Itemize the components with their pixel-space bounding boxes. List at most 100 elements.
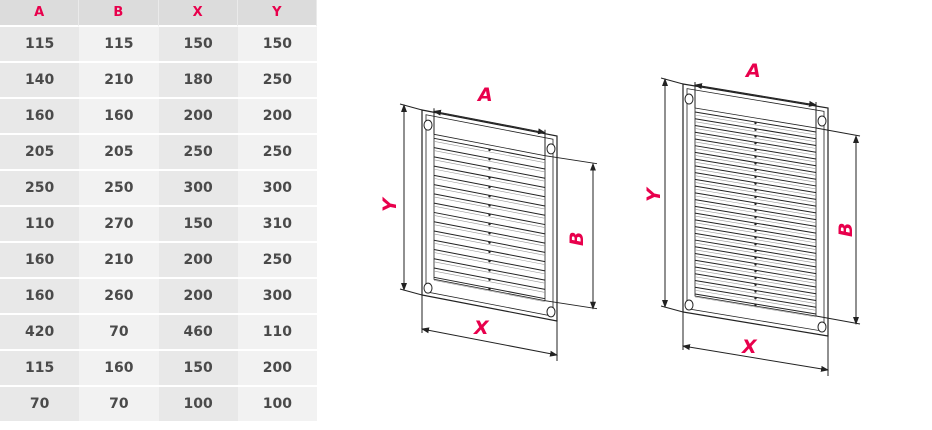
dimension-a-arrow — [433, 109, 546, 135]
louvre-slat-shadow — [694, 155, 817, 176]
louvre-slat-shadow — [694, 249, 817, 271]
louvre-rib — [754, 128, 757, 131]
louvre-slat-shadow — [694, 188, 817, 210]
table-cell-a: 420 — [0, 315, 80, 351]
large-label-y: Y — [643, 186, 665, 202]
table-cell-y: 250 — [237, 135, 317, 171]
louvre-slat-shadow — [433, 215, 546, 238]
table-cell-b: 250 — [79, 171, 159, 207]
small-label-a: A — [476, 84, 493, 106]
table-cell-y: 250 — [237, 63, 317, 99]
table-cell-y: 300 — [237, 279, 317, 315]
louvre-rib — [754, 135, 757, 138]
table-cell-y: 200 — [237, 99, 317, 135]
louvre-slat-shadow — [433, 270, 546, 293]
table-cell-y: 300 — [237, 171, 317, 207]
small-grille-diagram — [399, 103, 598, 361]
table-cell-y: 200 — [237, 351, 317, 387]
table-cell-b: 115 — [79, 27, 159, 63]
column-header-x: X — [158, 0, 238, 27]
louvre-rib — [754, 121, 757, 125]
louvre-rib — [488, 158, 491, 161]
small-label-y: Y — [379, 196, 401, 212]
louvre-rib — [488, 185, 491, 189]
louvre-rib — [754, 202, 757, 206]
louvre-rib — [488, 260, 491, 263]
louvre-rib — [754, 209, 757, 212]
louvre-rib — [754, 175, 757, 179]
table-cell-b: 210 — [79, 63, 159, 99]
louvre-slat-shadow — [694, 262, 817, 284]
table-cell-y: 110 — [237, 315, 317, 351]
louvre-rib — [754, 189, 757, 192]
louvre-rib — [488, 232, 491, 235]
screw-hole — [423, 282, 433, 294]
table-cell-x: 200 — [158, 279, 238, 315]
louvre-slat-shadow — [694, 236, 817, 257]
louvre-rib — [754, 142, 757, 145]
louvre-slat-shadow — [694, 134, 817, 156]
large-label-b: B — [835, 223, 857, 237]
screw-hole — [546, 143, 556, 155]
table-cell-y: 100 — [237, 387, 317, 423]
louvre-slat-shadow — [694, 296, 817, 318]
table-cell-x: 250 — [158, 135, 238, 171]
column-header-a: A — [0, 0, 80, 27]
screw-hole — [546, 306, 556, 318]
louvre-rib — [488, 167, 491, 170]
louvre-slat-shadow — [433, 224, 546, 247]
large-grille-diagram — [660, 77, 861, 376]
louvre-slat-shadow — [433, 280, 546, 302]
louvre-slat-shadow — [694, 202, 817, 223]
dimension-a-arrow — [694, 83, 817, 107]
table-cell-b: 70 — [79, 315, 159, 351]
louvre-rib — [488, 278, 491, 281]
screw-hole — [817, 321, 827, 333]
louvre-rib — [754, 270, 757, 273]
column-header-b: B — [79, 0, 159, 27]
louvre-rib — [754, 148, 757, 152]
louvre-rib — [754, 256, 757, 260]
table-cell-b: 210 — [79, 243, 159, 279]
louvre-slat-shadow — [433, 196, 546, 219]
louvre-rib — [754, 290, 757, 293]
louvre-rib — [488, 148, 491, 152]
louvre-rib — [754, 195, 757, 199]
louvre-slat-shadow — [694, 141, 817, 163]
louvre-slat-shadow — [433, 168, 546, 191]
column-header-y: Y — [237, 0, 317, 27]
table-cell-x: 460 — [158, 315, 238, 351]
louvre-slat-shadow — [694, 148, 817, 170]
ext-line — [399, 103, 423, 111]
large-label-a: A — [744, 60, 761, 82]
table-cell-b: 160 — [79, 351, 159, 387]
screw-hole — [684, 93, 694, 105]
louvre-slat-shadow — [694, 256, 817, 277]
ext-line — [815, 315, 861, 325]
louvre-rib — [754, 162, 757, 165]
louvre-rib — [488, 222, 491, 226]
louvre-rib — [754, 263, 757, 266]
table-cell-x: 100 — [158, 387, 238, 423]
dimension-x-arrow — [421, 327, 558, 357]
louvre-slat-shadow — [433, 187, 546, 210]
table-cell-x: 300 — [158, 171, 238, 207]
ext-line — [815, 127, 861, 137]
table-cell-x: 150 — [158, 207, 238, 243]
table-cell-a: 160 — [0, 99, 80, 135]
table-cell-y: 310 — [237, 207, 317, 243]
louvre-rib — [488, 287, 491, 291]
table-cell-a: 250 — [0, 171, 80, 207]
table-cell-x: 200 — [158, 99, 238, 135]
louvre-slat-shadow — [694, 242, 817, 264]
louvre-slat-shadow — [694, 175, 817, 196]
screw-hole — [423, 119, 433, 131]
table-cell-a: 205 — [0, 135, 80, 171]
louvre-slat-shadow — [694, 269, 817, 291]
